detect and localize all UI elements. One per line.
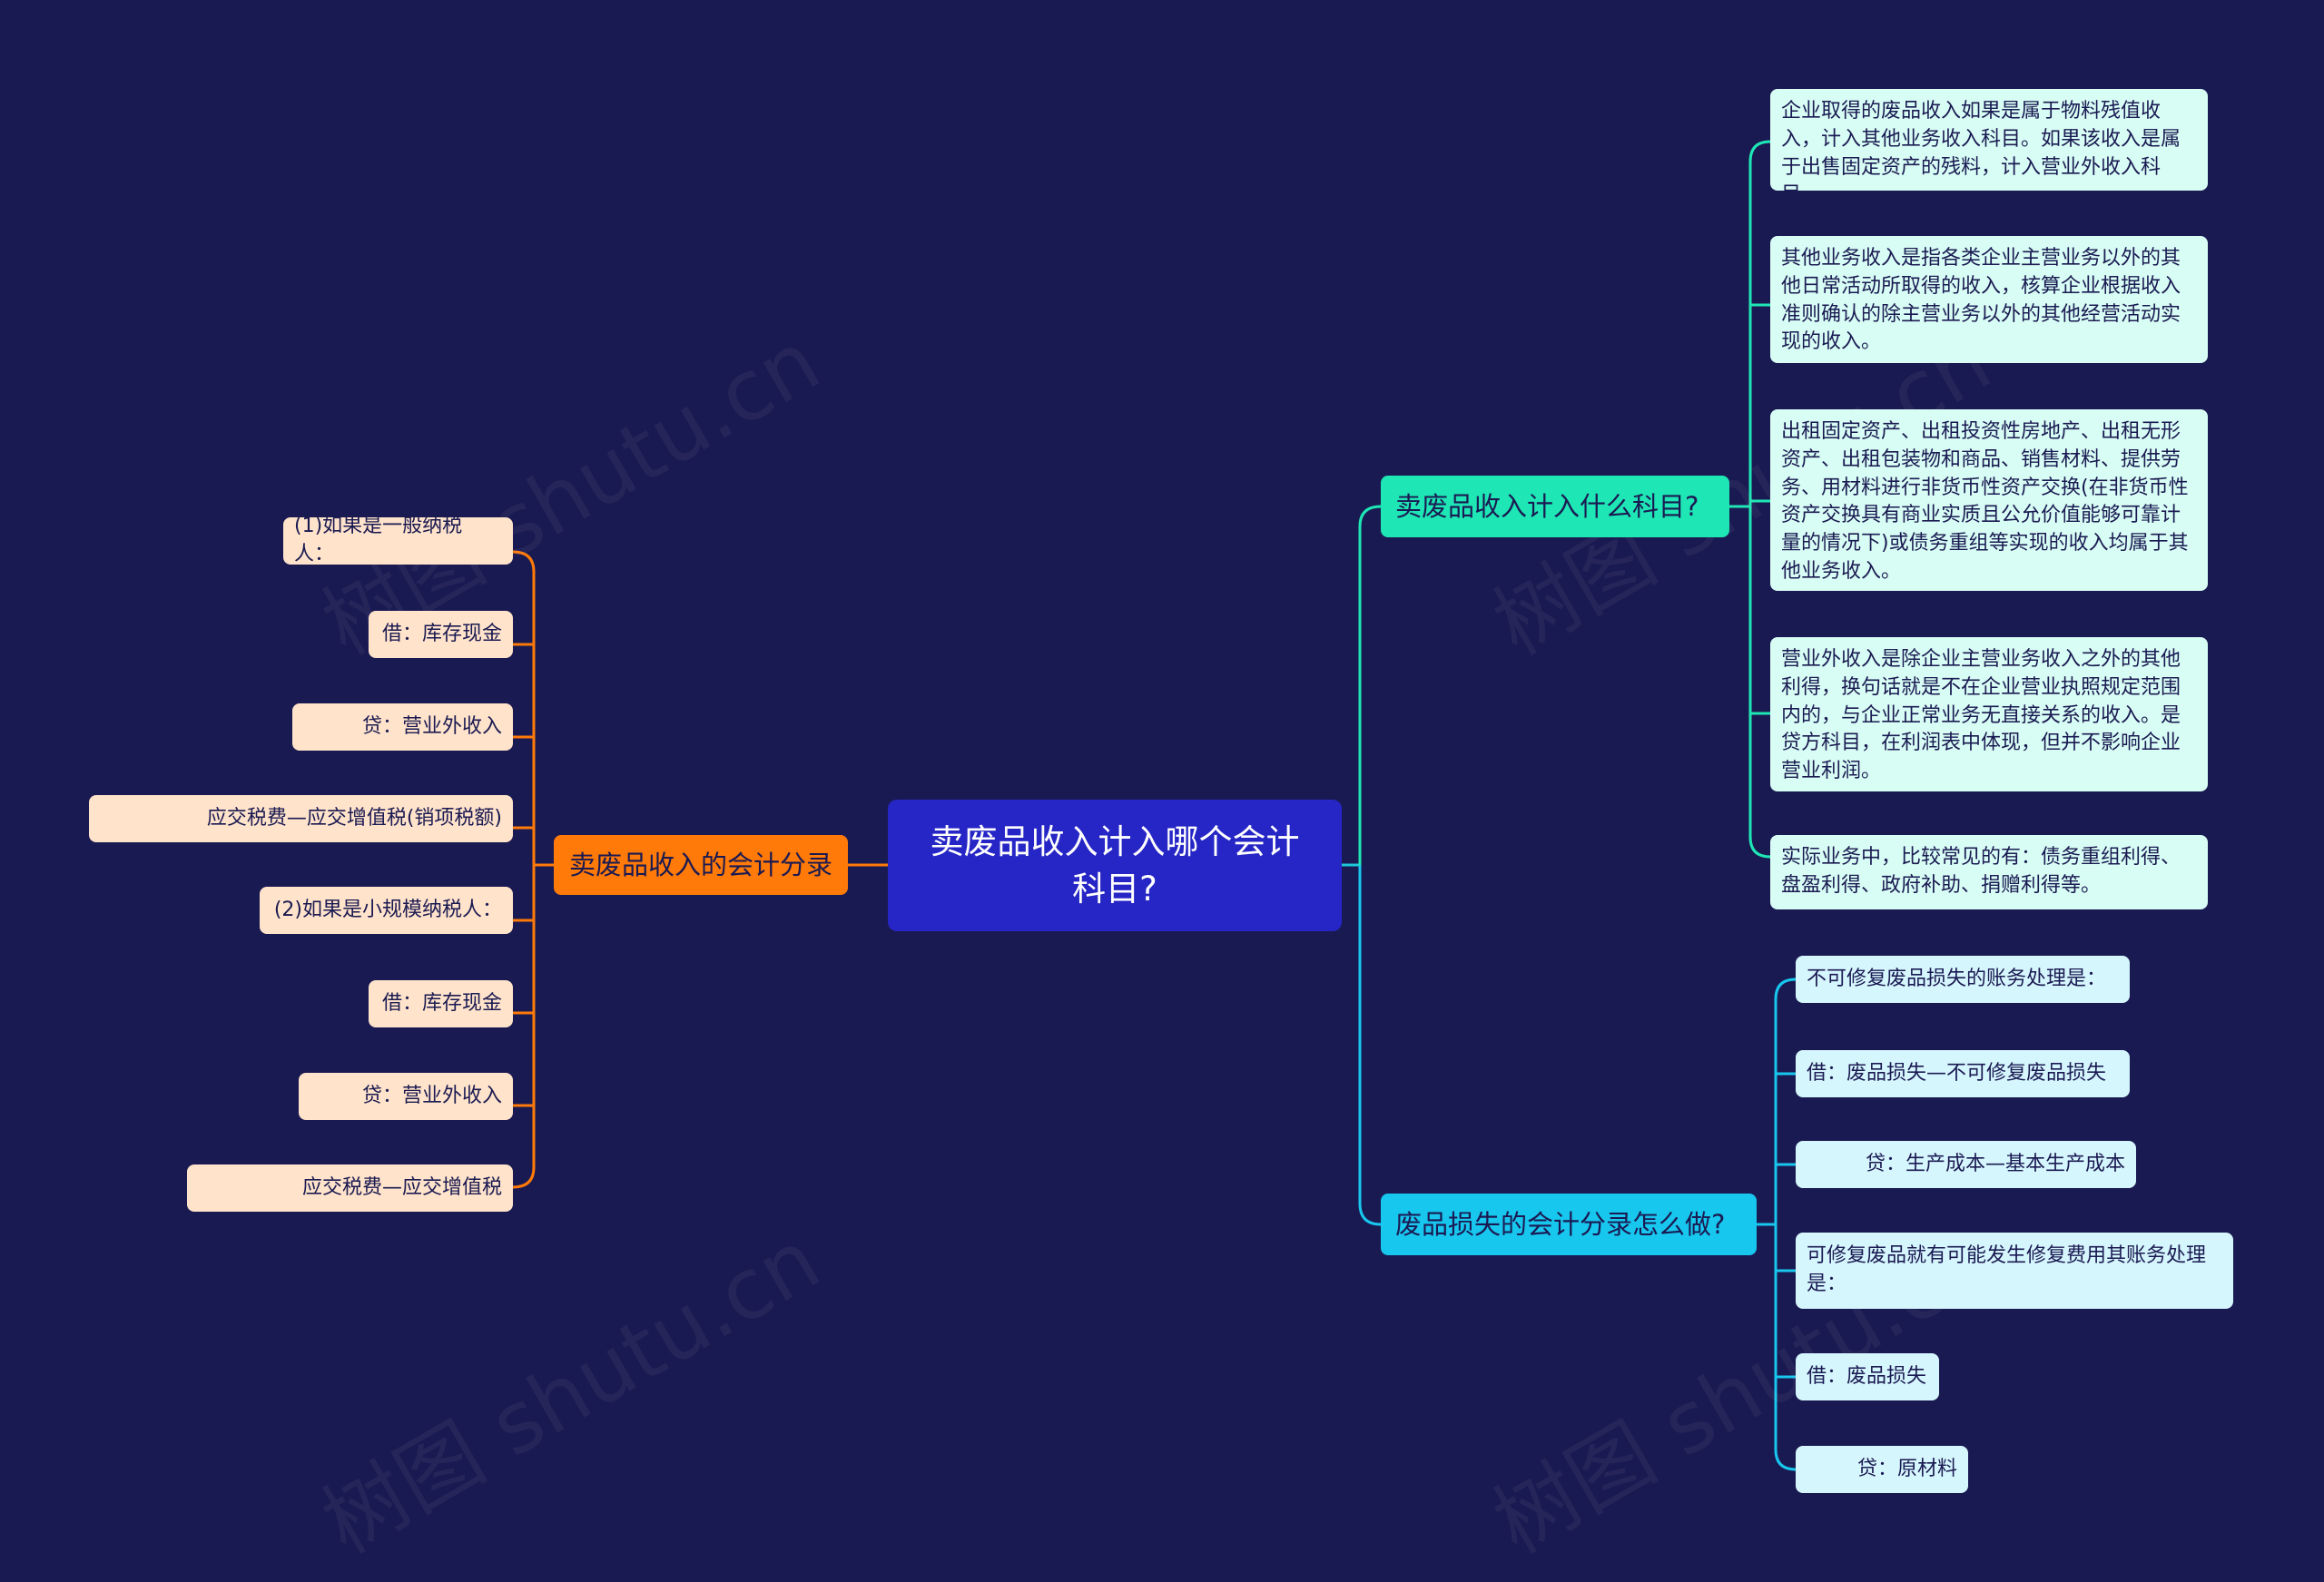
leaf-label: 实际业务中，比较常见的有：债务重组利得、盘盈利得、政府补助、捐赠利得等。	[1781, 846, 2181, 897]
left-leaf-4[interactable]: 应交税费—应交增值税(销项税额)	[89, 795, 513, 842]
left-leaf-8[interactable]: 应交税费—应交增值税	[187, 1164, 513, 1212]
leaf-label: 贷：营业外收入	[361, 1084, 502, 1107]
leaf-label: 借：废品损失—不可修复废品损失	[1807, 1061, 2107, 1085]
branch-income-account[interactable]: 卖废品收入计入什么科目?	[1381, 476, 1729, 537]
right-bottom-leaf-6[interactable]: 贷：原材料	[1796, 1446, 1968, 1493]
left-leaf-5[interactable]: (2)如果是小规模纳税人：	[260, 887, 513, 934]
leaf-label: 应交税费—应交增值税(销项税额)	[206, 806, 502, 830]
branch-label: 卖废品收入计入什么科目?	[1395, 490, 1699, 522]
leaf-label: 贷：原材料	[1856, 1457, 1957, 1480]
branch-label: 卖废品收入的会计分录	[568, 849, 832, 880]
right-top-leaf-1[interactable]: 企业取得的废品收入如果是属于物料残值收入，计入其他业务收入科目。如果该收入是属于…	[1770, 89, 2208, 206]
leaf-label: 借：废品损失	[1807, 1364, 1927, 1388]
right-top-leaf-3[interactable]: 出租固定资产、出租投资性房地产、出租无形资产、出租包装物和商品、销售材料、提供劳…	[1770, 409, 2208, 591]
right-top-leaf-2[interactable]: 其他业务收入是指各类企业主营业务以外的其他日常活动所取得的收入，核算企业根据收入…	[1770, 236, 2208, 363]
leaf-label: 企业取得的废品收入如果是属于物料残值收入，计入其他业务收入科目。如果该收入是属于…	[1781, 100, 2181, 207]
right-bottom-leaf-1[interactable]: 不可修复废品损失的账务处理是：	[1796, 956, 2130, 1003]
left-leaf-7[interactable]: 贷：营业外收入	[299, 1073, 513, 1120]
branch-accounting-entries[interactable]: 卖废品收入的会计分录	[554, 835, 848, 895]
right-bottom-leaf-2[interactable]: 借：废品损失—不可修复废品损失	[1796, 1050, 2130, 1097]
root-title-line1: 卖废品收入计入哪个会计	[930, 821, 1300, 861]
root-title-line2: 科目?	[1072, 869, 1157, 909]
leaf-label: 其他业务收入是指各类企业主营业务以外的其他日常活动所取得的收入，核算企业根据收入…	[1781, 247, 2181, 354]
left-leaf-1[interactable]: (1)如果是一般纳税人：	[283, 515, 513, 565]
leaf-label: 贷：营业外收入	[361, 714, 502, 738]
right-top-leaf-5[interactable]: 实际业务中，比较常见的有：债务重组利得、盘盈利得、政府补助、捐赠利得等。	[1770, 835, 2208, 909]
leaf-label: 借：库存现金	[381, 991, 502, 1015]
left-leaf-2[interactable]: 借：库存现金	[369, 611, 513, 658]
leaf-label: 贷：生产成本—基本生产成本	[1865, 1152, 2125, 1175]
leaf-label: 应交税费—应交增值税	[301, 1175, 502, 1199]
leaf-label: 出租固定资产、出租投资性房地产、出租无形资产、出租包装物和商品、销售材料、提供劳…	[1781, 420, 2189, 583]
right-bottom-leaf-5[interactable]: 借：废品损失	[1796, 1353, 1939, 1400]
leaf-label: (1)如果是一般纳税人：	[294, 515, 463, 565]
right-bottom-leaf-3[interactable]: 贷：生产成本—基本生产成本	[1796, 1141, 2136, 1188]
leaf-label: (2)如果是小规模纳税人：	[273, 898, 502, 921]
right-bottom-leaf-4[interactable]: 可修复废品就有可能发生修复费用其账务处理是：	[1796, 1233, 2233, 1309]
leaf-label: 可修复废品就有可能发生修复费用其账务处理是：	[1807, 1244, 2207, 1295]
leaf-label: 借：库存现金	[381, 622, 502, 645]
branch-scrap-loss[interactable]: 废品损失的会计分录怎么做?	[1381, 1194, 1757, 1255]
left-leaf-6[interactable]: 借：库存现金	[369, 980, 513, 1027]
leaf-label: 营业外收入是除企业主营业务收入之外的其他利得，换句话就是不在企业营业执照规定范围…	[1781, 648, 2181, 783]
right-top-leaf-4[interactable]: 营业外收入是除企业主营业务收入之外的其他利得，换句话就是不在企业营业执照规定范围…	[1770, 637, 2208, 791]
root-topic[interactable]: 卖废品收入计入哪个会计 科目?	[888, 800, 1342, 931]
left-leaf-3[interactable]: 贷：营业外收入	[292, 703, 513, 751]
branch-label: 废品损失的会计分录怎么做?	[1395, 1208, 1726, 1240]
leaf-label: 不可修复废品损失的账务处理是：	[1807, 967, 2107, 990]
